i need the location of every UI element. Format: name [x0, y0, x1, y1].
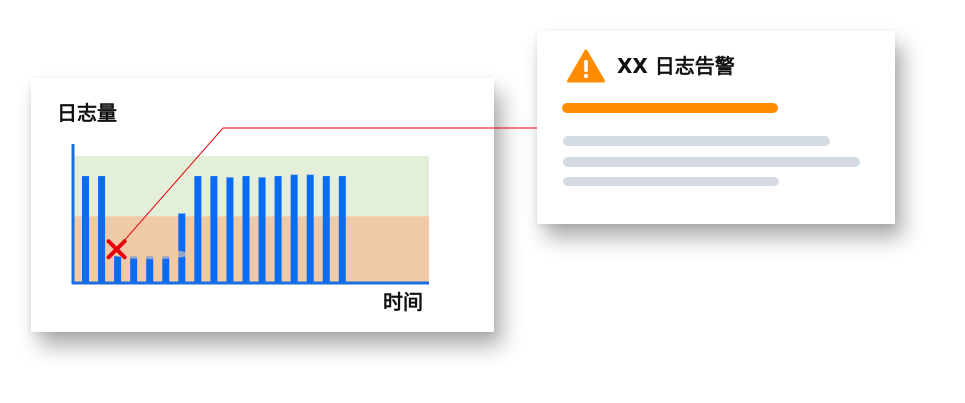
chart-bar [82, 176, 89, 283]
chart-bar [290, 174, 298, 283]
chart-bar [338, 176, 346, 283]
chart-bar [130, 256, 138, 283]
log-volume-chart [71, 144, 429, 285]
chart-x-axis-label: 时间 [383, 290, 423, 314]
anomaly-highlight [113, 249, 190, 260]
threshold-band-lower [73, 216, 429, 283]
chart-bar [274, 176, 282, 283]
alert-severity-bar [562, 103, 778, 113]
chart-bar [242, 176, 250, 283]
alert-text-placeholder-line [563, 157, 860, 167]
chart-bar [194, 176, 202, 283]
alert-text-placeholder-line [563, 136, 830, 146]
chart-bar [146, 256, 154, 283]
threshold-band-upper [73, 156, 429, 217]
warning-icon [567, 49, 605, 83]
chart-bar [322, 176, 330, 283]
chart-bar [210, 176, 218, 283]
chart-bar [226, 177, 234, 283]
alert-title: XX 日志告警 [617, 54, 735, 78]
alert-text-placeholder-line [563, 177, 779, 186]
chart-bar [258, 177, 266, 283]
alert-header: XX 日志告警 [567, 49, 735, 83]
chart-title: 日志量 [57, 101, 117, 125]
chart-bar [114, 256, 122, 283]
log-alert-card[interactable]: XX 日志告警 [537, 31, 895, 224]
chart-bar [162, 256, 170, 283]
chart-bar [178, 213, 186, 283]
chart-bar [98, 176, 106, 283]
log-volume-chart-card: 日志量 时间 [31, 78, 494, 332]
chart-bar [306, 174, 314, 283]
